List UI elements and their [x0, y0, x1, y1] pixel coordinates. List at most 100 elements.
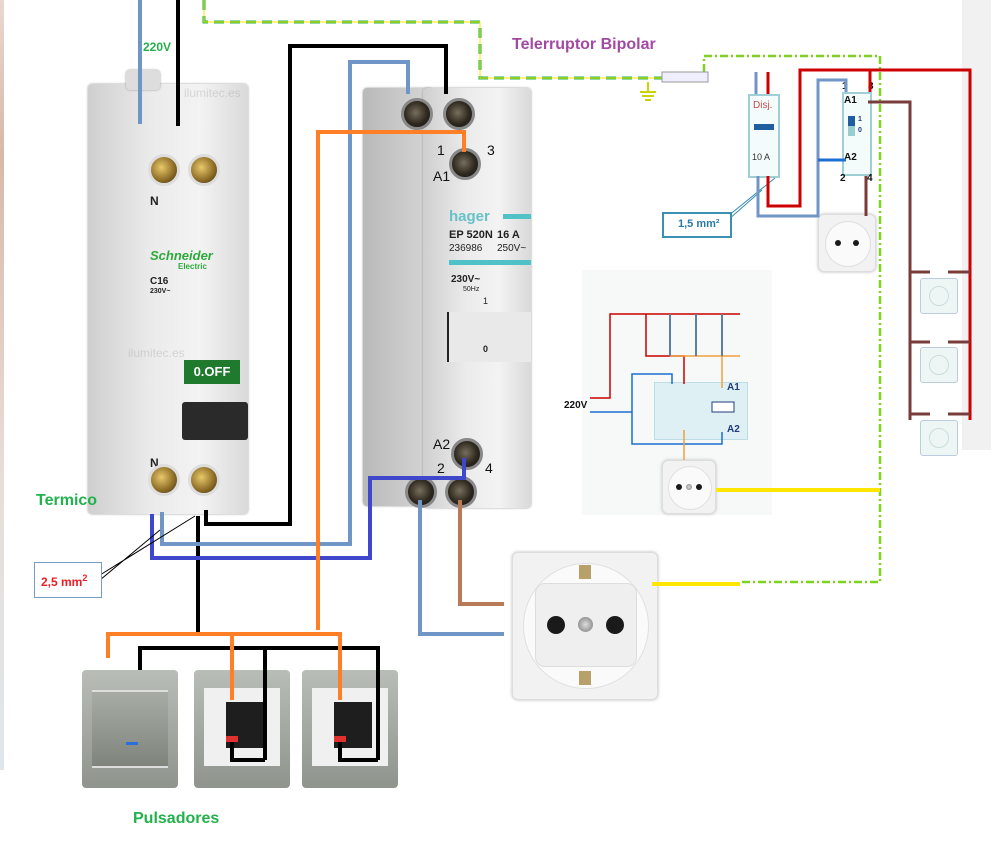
relay-label-bar — [503, 214, 531, 219]
earth-symbol-icon — [640, 82, 656, 101]
earth-wire-yellow — [203, 0, 672, 79]
mini-relay-toggle-off — [848, 126, 855, 136]
terminal-4: 4 — [485, 460, 493, 476]
relay-label-bar — [449, 260, 531, 265]
pushbutton-mechanism — [204, 688, 280, 766]
background-panel — [962, 0, 991, 450]
phase-wire — [230, 742, 378, 762]
schematic-coil-a1: A1 — [727, 382, 740, 393]
relay-rating: 16 A — [497, 229, 520, 241]
wire-section-main: 2,5 mm2 — [41, 573, 88, 589]
breaker-terminal-screw — [148, 154, 180, 186]
mini-pushbutton — [920, 420, 958, 456]
pilot-light-icon — [126, 742, 138, 745]
mini-relay: 1 0 — [842, 92, 872, 176]
mini-pushbutton — [920, 278, 958, 314]
relay-model: EP 520N — [449, 229, 493, 241]
relay-ref: 236986 — [449, 243, 483, 254]
control-wire — [316, 130, 466, 630]
earth-wire — [702, 54, 882, 584]
terminal-a1: A1 — [433, 168, 451, 184]
relay-voltage-rating: 250V~ — [497, 243, 527, 254]
mini-relay-terminal-4: 4 — [867, 173, 873, 184]
mini-pushbutton — [920, 347, 958, 383]
schematic-coil-a2: A2 — [727, 424, 740, 435]
circuit-breaker: N Schneider Electric C16 230V~ 0.OFF N i… — [88, 70, 263, 514]
mini-relay-toggle — [848, 116, 855, 126]
callout-line — [99, 515, 196, 581]
pushbutton-2 — [194, 670, 290, 788]
breaker-lever — [182, 402, 248, 440]
mini-relay-terminal-a1: A1 — [844, 95, 857, 106]
background-edge — [0, 0, 4, 770]
terminal-1: 1 — [437, 142, 445, 158]
relay-terminal-screw — [401, 98, 433, 130]
mini-relay-state-0: 0 — [858, 127, 862, 134]
earth-clip-top — [579, 565, 591, 579]
relay-position-on: 1 — [483, 296, 489, 306]
neutral-return-wire — [150, 458, 466, 560]
schematic-socket — [662, 460, 716, 514]
impulse-relay: 1 3 A1 hager EP 520N 16 A 236986 250V~ 2… — [363, 88, 533, 508]
schematic-phase — [590, 313, 740, 399]
mini-socket — [818, 214, 876, 272]
wire-section-box-main: 2,5 mm2 — [34, 562, 102, 598]
relay-terminal-screw — [443, 98, 475, 130]
mini-relay-terminal-2: 2 — [840, 173, 846, 184]
wall-socket — [512, 552, 658, 700]
pushbutton-1 — [82, 670, 178, 788]
breaker-voltage: 230V~ — [150, 288, 171, 295]
breaker-brand: Schneider — [150, 248, 213, 263]
schematic-pushbuttons — [669, 314, 723, 356]
wire-section-box-branch: 1,5 mm² — [662, 212, 732, 238]
terminal-2: 2 — [437, 460, 445, 476]
mini-relay-state-1: 1 — [858, 116, 862, 123]
relay-terminal-screw — [451, 438, 483, 470]
mini-breaker-rating: 10 A — [752, 152, 771, 162]
mini-switch-taps — [910, 270, 970, 416]
pushbutton-key — [92, 690, 168, 768]
mini-breaker-toggle — [754, 124, 774, 130]
watermark: ilumitec.es — [128, 346, 185, 360]
terminal-label-n-bottom: N — [150, 456, 159, 470]
schematic-neutral — [590, 373, 723, 445]
breaker-brand-sub: Electric — [178, 262, 207, 271]
earth-clip-bottom — [579, 671, 591, 685]
load-wire — [458, 500, 504, 606]
schematic-coil — [711, 401, 735, 413]
relay-terminal-screw — [449, 148, 481, 180]
schematic-voltage-label: 220V — [564, 400, 588, 411]
mini-relay-terminal-a2: A2 — [844, 152, 857, 163]
diagram-title: Telerruptor Bipolar — [512, 36, 656, 53]
relay-coil-voltage: 230V~ — [451, 274, 481, 285]
relay-brand: hager — [449, 208, 490, 225]
relay-frequency: 50Hz — [463, 286, 480, 293]
neutral-wire — [418, 500, 504, 636]
relay-side — [363, 88, 433, 506]
supply-voltage-label: 220V — [143, 40, 172, 54]
schematic-control — [670, 355, 740, 460]
switches-caption: Pulsadores — [133, 810, 220, 827]
breaker-terminal-screw — [188, 154, 220, 186]
control-wire — [106, 632, 342, 700]
neutral-wire — [160, 60, 410, 546]
relay-position-off: 0 — [483, 344, 489, 354]
terminal-3: 3 — [487, 142, 495, 158]
wire-section-branch: 1,5 mm² — [678, 218, 720, 230]
earth-terminal-block — [661, 71, 709, 83]
phase-wire — [138, 516, 380, 760]
mini-breaker: Disj. 10 A — [748, 94, 780, 178]
breaker-terminal-screw — [148, 464, 180, 496]
phase-wire — [204, 44, 448, 526]
mini-phase-wire — [766, 68, 972, 420]
terminal-a2: A2 — [433, 436, 451, 452]
breaker-clip — [126, 70, 160, 90]
breaker-model: C16 — [150, 276, 169, 287]
pushbutton-mechanism — [312, 688, 388, 766]
mini-breaker-label: Disj. — [753, 100, 773, 111]
breaker-toggle-state: 0.OFF — [184, 360, 240, 384]
relay-slider — [447, 312, 531, 362]
breaker-caption: Termico — [36, 492, 98, 509]
pushbutton-3 — [302, 670, 398, 788]
